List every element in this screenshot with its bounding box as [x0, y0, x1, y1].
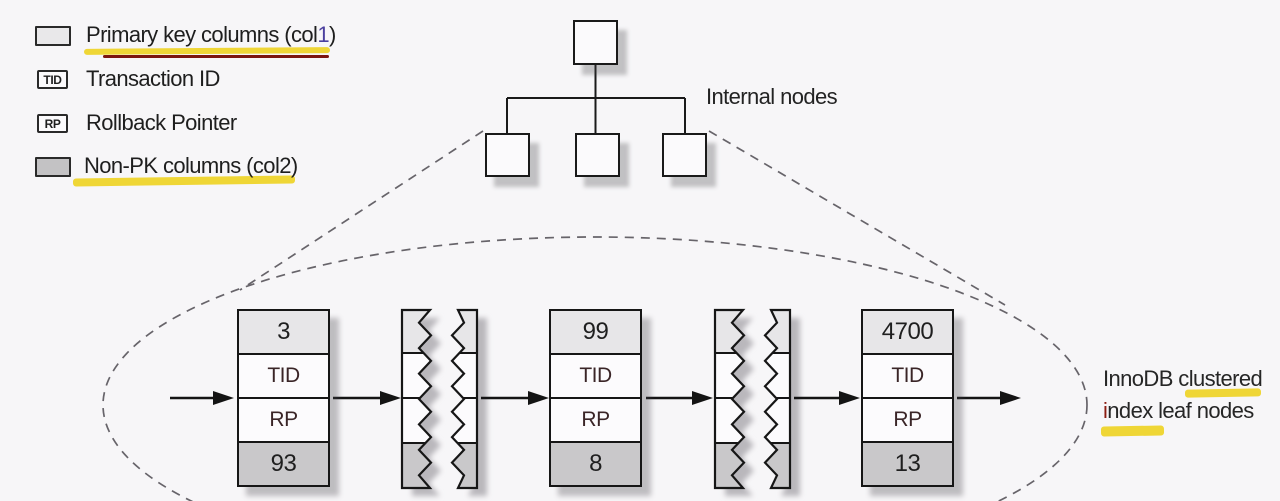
tid-swatch: TID	[37, 70, 68, 89]
record-rp-cell: RP	[863, 397, 952, 441]
torn-strip	[763, 308, 792, 490]
record-pk-cell: 3	[239, 311, 328, 353]
torn-strip	[400, 308, 433, 490]
leaf-link-arrows	[170, 391, 1021, 405]
record-tid-cell: TID	[551, 353, 640, 397]
arrow-into-leaf-list	[170, 391, 234, 405]
torn-strip	[450, 308, 479, 490]
record-npk-cell: 8	[551, 441, 640, 485]
magnifier-line-right	[708, 130, 1006, 306]
leaf-record: 4700 TID RP 13	[861, 309, 954, 487]
record-tid-cell: TID	[239, 353, 328, 397]
arrow-gap-to-record3	[794, 391, 860, 405]
rp-swatch: RP	[37, 114, 68, 133]
leaf-label-line2: ndex leaf nodes	[1107, 398, 1254, 423]
leaf-label-line1: InnoDB clustered	[1103, 366, 1263, 391]
legend-item-primary-key: Primary key columns (col1)	[86, 22, 336, 48]
leaf-record: 99 TID RP 8	[549, 309, 642, 487]
legend-text: )	[328, 22, 336, 47]
legend-text-accent: 1	[317, 22, 329, 47]
legend-text: Primary key columns (col	[86, 22, 318, 47]
record-tid-cell: TID	[863, 353, 952, 397]
non-pk-swatch	[35, 157, 71, 177]
arrow-gap-to-record2	[481, 391, 549, 405]
magnifier-ellipse	[102, 236, 1088, 501]
tree-root-node	[573, 20, 618, 65]
highlight-underline	[1100, 425, 1165, 437]
magnifier-line-left	[239, 130, 484, 291]
tree-child-node	[485, 133, 530, 177]
legend-item-non-pk: Non-PK columns (col2)	[84, 153, 298, 178]
legend-item-transaction-id: Transaction ID	[86, 66, 220, 91]
tid-swatch-label: TID	[43, 72, 62, 87]
record-npk-cell: 93	[239, 441, 328, 485]
arrow-record1-to-gap	[333, 391, 401, 405]
tree-child-node	[575, 133, 620, 177]
leaf-record: 3 TID RP 93	[237, 309, 330, 487]
record-rp-cell: RP	[551, 397, 640, 441]
leaf-label-accent: i	[1103, 398, 1108, 423]
primary-key-swatch	[35, 26, 71, 46]
rp-swatch-label: RP	[44, 116, 61, 131]
arrow-record2-to-gap	[646, 391, 713, 405]
record-rp-cell: RP	[239, 397, 328, 441]
arrow-out-of-leaf-list	[957, 391, 1021, 405]
record-npk-cell: 13	[863, 441, 952, 485]
legend-item-rollback-pointer: Rollback Pointer	[86, 110, 237, 135]
tree-connectors	[506, 65, 686, 133]
leaf-nodes-label: InnoDB clustered index leaf nodes	[1103, 363, 1263, 427]
record-pk-cell: 99	[551, 311, 640, 353]
internal-nodes-label: Internal nodes	[706, 84, 838, 109]
record-pk-cell: 4700	[863, 311, 952, 353]
red-underline	[103, 55, 329, 58]
tree-child-node	[662, 133, 707, 177]
